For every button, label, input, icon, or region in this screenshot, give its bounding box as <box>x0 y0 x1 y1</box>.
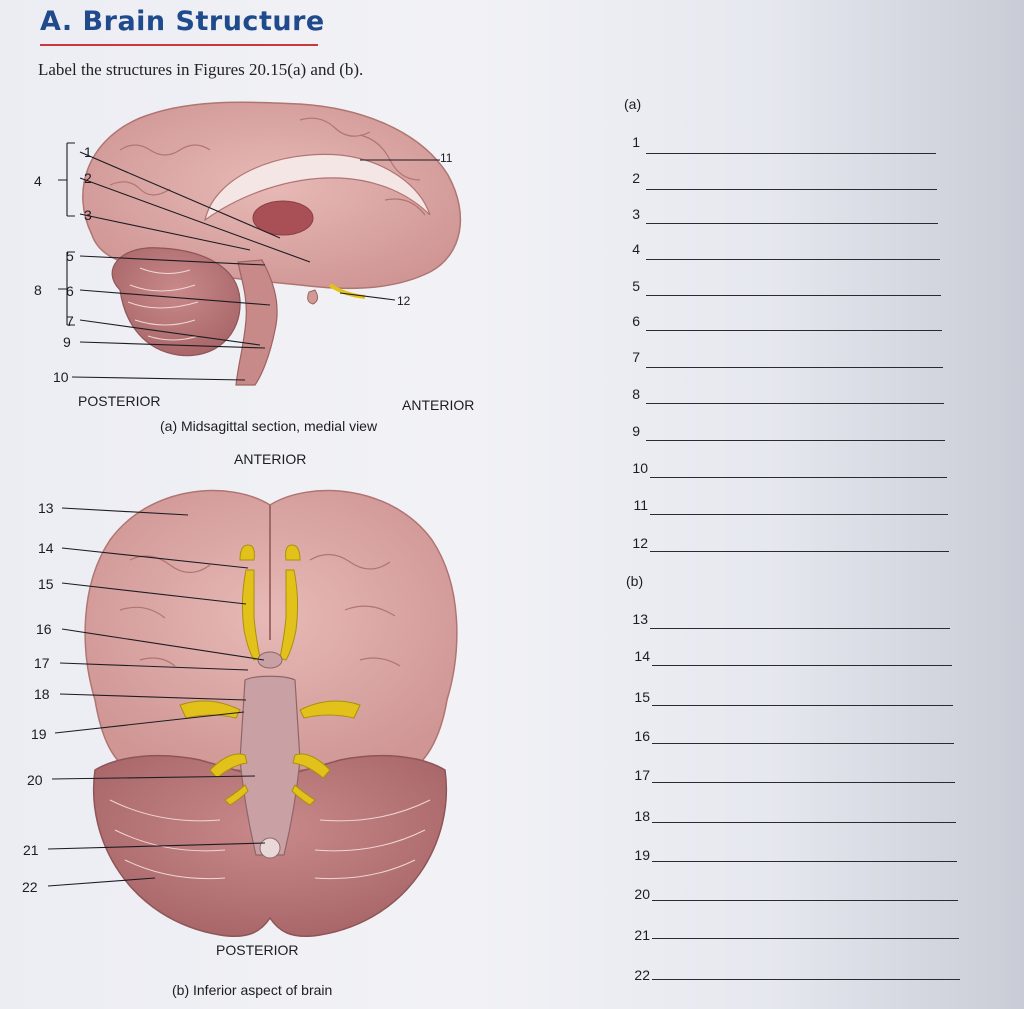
answer-number-12: 12 <box>632 535 648 551</box>
fig-b-label-14: 14 <box>38 540 54 556</box>
midsagittal-brain-illustration <box>82 101 462 386</box>
answer-blank-16[interactable] <box>652 743 954 744</box>
fig-b-label-16: 16 <box>36 621 52 637</box>
answer-number-16: 16 <box>634 728 650 744</box>
answer-blank-9[interactable] <box>646 440 945 441</box>
answer-number-6: 6 <box>632 313 640 329</box>
fig-a-label-2: 2 <box>84 170 92 186</box>
answer-number-17: 17 <box>634 767 650 783</box>
fig-a-label-11: 11 <box>440 151 453 165</box>
fig-b-label-21: 21 <box>23 842 39 858</box>
answers-heading-b: (b) <box>626 573 644 589</box>
fig-b-label-18: 18 <box>34 686 50 702</box>
fig-a-label-1: 1 <box>84 144 92 160</box>
answer-number-11: 11 <box>633 497 648 513</box>
answer-number-8: 8 <box>632 386 640 402</box>
answer-blank-21[interactable] <box>652 938 959 939</box>
answer-blank-11[interactable] <box>650 514 948 515</box>
fig-b-label-22: 22 <box>22 879 38 895</box>
figure-b-leader-lines <box>47 507 266 887</box>
answer-number-5: 5 <box>632 278 640 294</box>
answers-heading-a: (a) <box>624 96 642 112</box>
title-underline <box>40 44 318 46</box>
fig-b-anterior-label: ANTERIOR <box>234 451 307 467</box>
answer-blank-1[interactable] <box>646 153 936 154</box>
answer-blank-2[interactable] <box>646 189 937 190</box>
fig-b-label-13: 13 <box>38 500 54 516</box>
answer-blank-3[interactable] <box>646 223 938 224</box>
fig-a-label-4: 4 <box>34 173 42 189</box>
answer-blank-12[interactable] <box>650 551 949 552</box>
fig-b-caption: (b) Inferior aspect of brain <box>172 982 333 998</box>
answer-number-4: 4 <box>632 241 640 257</box>
fig-b-label-20: 20 <box>27 772 43 788</box>
answer-blank-14[interactable] <box>652 665 952 666</box>
answer-number-2: 2 <box>632 170 640 186</box>
answer-number-13: 13 <box>632 611 648 627</box>
answer-blank-5[interactable] <box>646 295 941 296</box>
fig-a-label-12: 12 <box>397 294 411 308</box>
answer-blank-18[interactable] <box>652 822 956 823</box>
answer-blank-8[interactable] <box>646 403 944 404</box>
spinal-cord-section <box>259 837 281 859</box>
fig-a-label-10: 10 <box>53 369 69 385</box>
optic-chiasma-nerve <box>328 283 366 299</box>
cerebellum-inferior-folia <box>109 799 431 880</box>
answer-blank-15[interactable] <box>652 705 953 706</box>
answer-number-21: 21 <box>634 927 650 943</box>
fig-a-anterior-label: ANTERIOR <box>402 397 475 413</box>
answer-number-7: 7 <box>632 349 640 365</box>
frontal-gyri <box>119 553 401 667</box>
answer-blank-17[interactable] <box>652 782 955 783</box>
cerebellum-folia <box>127 267 199 341</box>
answer-number-19: 19 <box>634 847 650 863</box>
answer-column: (a) 1 2 3 4 5 6 7 8 9 10 11 12 (b) 13 14… <box>600 0 1024 1009</box>
fig-a-posterior-label: POSTERIOR <box>78 393 161 409</box>
answer-blank-13[interactable] <box>650 628 950 629</box>
answer-number-20: 20 <box>634 886 650 902</box>
answer-blank-6[interactable] <box>646 330 942 331</box>
answer-blank-7[interactable] <box>646 367 943 368</box>
section-title: A. Brain Structure <box>40 6 325 37</box>
answer-number-1: 1 <box>632 134 640 150</box>
answer-number-18: 18 <box>634 808 650 824</box>
answer-blank-4[interactable] <box>646 259 940 260</box>
brain-figures <box>47 101 462 937</box>
answer-number-22: 22 <box>634 967 650 983</box>
fig-b-label-15: 15 <box>38 576 54 592</box>
pituitary-shape <box>307 289 319 305</box>
cranial-nerves <box>179 544 361 806</box>
fig-a-label-7: 7 <box>66 313 74 329</box>
brainstem-shape <box>235 259 278 386</box>
answer-blank-22[interactable] <box>652 979 960 980</box>
instruction-text: Label the structures in Figures 20.15(a)… <box>38 60 364 79</box>
pituitary-inferior <box>257 651 283 669</box>
brainstem-inferior <box>239 675 301 856</box>
answer-number-9: 9 <box>632 423 640 439</box>
answer-blank-20[interactable] <box>652 900 958 901</box>
fig-a-label-6: 6 <box>66 283 74 299</box>
answer-number-3: 3 <box>632 206 640 222</box>
fig-b-label-17: 17 <box>34 655 50 671</box>
answer-number-14: 14 <box>634 648 650 664</box>
figure-a-leader-lines <box>58 142 440 381</box>
answer-number-15: 15 <box>634 689 650 705</box>
fig-a-label-8: 8 <box>34 282 42 298</box>
thalamus-shape <box>252 200 314 236</box>
fig-a-label-9: 9 <box>63 334 71 350</box>
corpus-callosum <box>204 153 431 222</box>
fig-b-posterior-label: POSTERIOR <box>216 942 299 958</box>
fig-a-label-3: 3 <box>84 207 92 223</box>
answer-blank-10[interactable] <box>650 477 947 478</box>
answer-number-10: 10 <box>632 460 648 476</box>
fig-a-label-5: 5 <box>66 248 74 264</box>
fig-b-label-19: 19 <box>31 726 47 742</box>
fig-a-caption: (a) Midsagittal section, medial view <box>160 418 378 434</box>
answer-blank-19[interactable] <box>652 861 957 862</box>
inferior-brain-illustration <box>84 489 458 937</box>
